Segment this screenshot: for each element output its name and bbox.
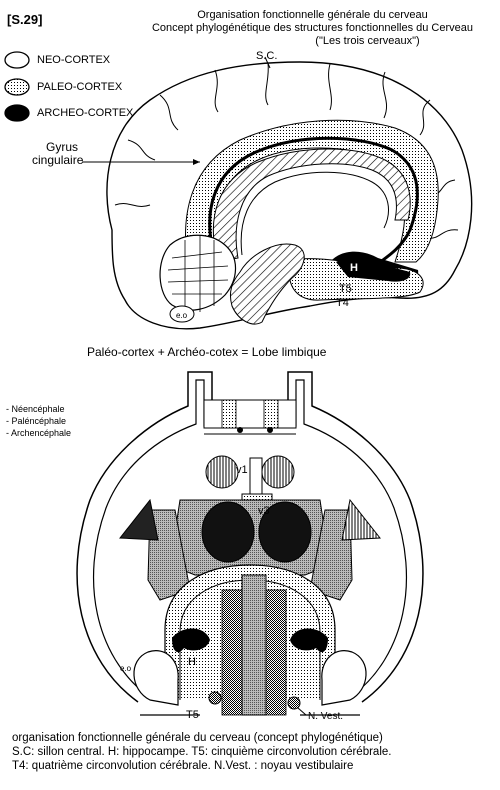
dot-left [237, 427, 243, 433]
v3-label: v3 [258, 505, 270, 517]
dot-right [267, 427, 273, 433]
gyrus-arrowhead [193, 159, 200, 165]
section-h-label: H [188, 656, 196, 668]
figure-reference: [S.29] [7, 12, 43, 27]
section-eo-label: e.o [120, 664, 132, 673]
eo-oval [169, 305, 195, 323]
sulci [114, 62, 459, 239]
nucleus-left [208, 691, 222, 705]
title-line-1: Organisation fonctionnelle générale du c… [197, 9, 428, 21]
t5-label: T5 [339, 283, 352, 295]
sc-marker [264, 56, 271, 69]
lateral-striped-right [341, 498, 381, 541]
caption-line-3: T4: quatrième circonvolution cérébrale. … [12, 760, 354, 772]
paleo-cortex-swatch [4, 78, 30, 96]
cingulaire-label: cingulaire [32, 153, 84, 167]
temporal-lobe-right [321, 650, 367, 706]
legend-neo-label: NEO-CORTEX [37, 54, 111, 66]
cerebellum [159, 234, 237, 311]
nucleus-vestibular [287, 696, 301, 710]
caption-line-1: organisation fonctionnelle générale du c… [12, 732, 383, 744]
legend-archeo-label: ARCHEO-CORTEX [37, 107, 134, 119]
top-dotted-right [263, 399, 279, 429]
lateral-dark-left [119, 498, 159, 541]
ventricle-right [261, 455, 295, 489]
legend-paleo-label: PALEO-CORTEX [37, 81, 123, 93]
sagittal-brain-diagram [82, 56, 473, 330]
limbic-equation: Paléo-cortex + Archéo-cotex = Lobe limbi… [87, 345, 327, 359]
brainstem-column [241, 574, 267, 716]
title-line-2: Concept phylogénétique des structures fo… [151, 22, 474, 34]
brainstem-hatch [229, 243, 305, 325]
hippocampus-right [290, 628, 328, 653]
nvest-pointer [297, 707, 307, 716]
neo-cortex-swatch [4, 51, 30, 69]
v1-label: v1 [236, 464, 248, 476]
nvest-label: N. Vest. [308, 711, 344, 722]
corpus-callosum [240, 171, 389, 256]
neencephale-label: - Néencéphale [6, 404, 65, 414]
archeo-cortex-swatch [4, 104, 30, 122]
coronal-section-diagram [76, 371, 424, 716]
eo-label: e.o [176, 311, 188, 320]
archencephale-label: - Archencéphale [6, 428, 72, 438]
caption-line-2: S.C: sillon central. H: hippocampe. T5: … [12, 746, 392, 758]
archeo-cortex-arc [208, 136, 419, 272]
figure-caption: organisation fonctionnelle générale du c… [12, 731, 391, 773]
temporal-lobe-left [133, 650, 179, 706]
sc-label: S.C. [256, 50, 278, 62]
cingulate-hatch [212, 148, 411, 263]
gyrus-label: Gyrus [46, 140, 79, 154]
hippocampus-left [172, 628, 210, 653]
cerebellum-folia [167, 236, 229, 312]
legend: NEO-CORTEX PALEO-CORTEX ARCHEO-CORTEX [4, 48, 164, 135]
title-line-3: ("Les trois cerveaux") [315, 35, 420, 47]
ventricle-left [205, 455, 239, 489]
hippocampus-core [336, 256, 411, 282]
top-block [203, 399, 297, 429]
t4-label: T4 [336, 297, 349, 309]
paleencephale-label: - Paléncéphale [6, 416, 67, 426]
section-t5-label: T5 [186, 709, 199, 721]
top-dotted-left [221, 399, 237, 429]
hippocampus-label: H [350, 262, 358, 274]
thalamus-right [258, 501, 312, 563]
legend-swatches [4, 51, 30, 122]
thalamus-left [201, 501, 255, 563]
archencephale-left [221, 589, 243, 716]
archencephale-right [265, 589, 287, 716]
septum [249, 457, 263, 495]
